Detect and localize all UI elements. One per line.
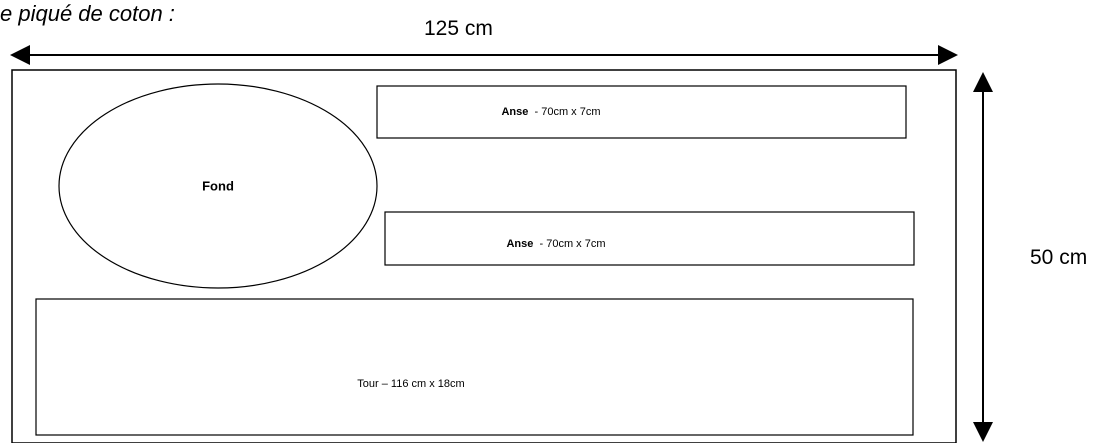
anse-piece-bottom	[384, 211, 915, 266]
anse-bottom-label: Anse - 70cm x 7cm	[506, 237, 605, 251]
anse-top-size: - 70cm x 7cm	[528, 106, 601, 118]
caption-text: e piqué de coton :	[0, 1, 175, 26]
width-dimension-label: 125 cm	[424, 17, 493, 40]
fabric-outline	[11, 69, 957, 443]
anse-bottom-name: Anse	[506, 238, 534, 250]
anse-piece-top	[376, 85, 907, 139]
tour-piece	[35, 298, 914, 436]
fond-piece	[58, 83, 378, 289]
anse-top-label: Anse - 70cm x 7cm	[501, 105, 600, 119]
height-dimension-label: 50 cm	[1030, 246, 1088, 269]
fond-label: Fond	[202, 178, 234, 194]
anse-top-name: Anse	[501, 106, 529, 118]
anse-bottom-size: - 70cm x 7cm	[533, 238, 606, 250]
tour-label: Tour – 116 cm x 18cm	[357, 378, 465, 390]
